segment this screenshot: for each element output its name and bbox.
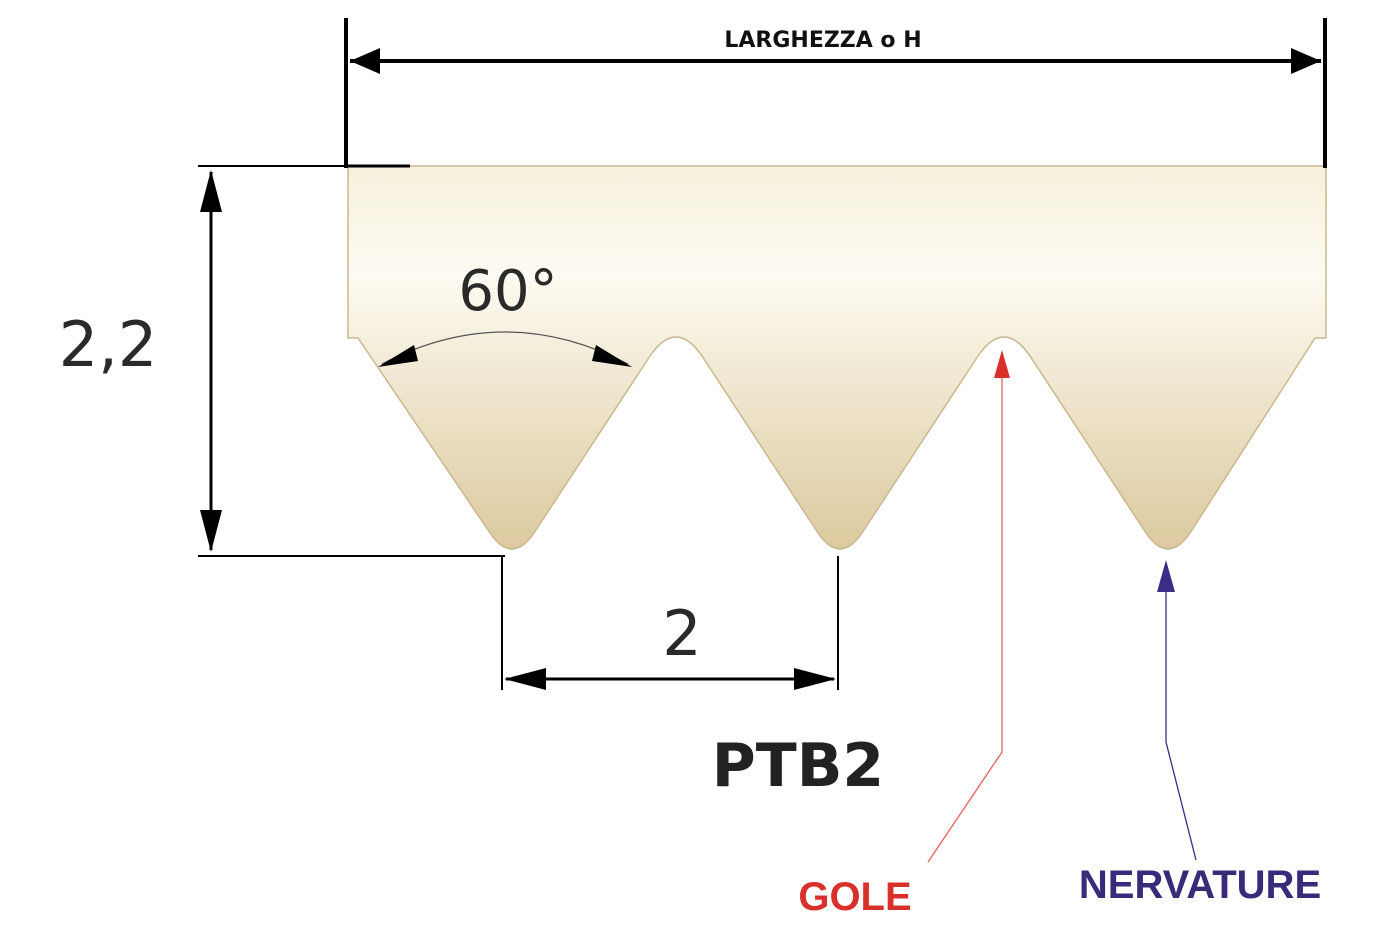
belt-cross-section <box>347 165 1327 550</box>
width-label: LARGHEZZA o H <box>724 28 921 53</box>
height-arrowhead-top <box>200 170 222 212</box>
height-dimension: 2,2 <box>59 165 505 557</box>
pitch-label: 2 <box>662 597 701 670</box>
model-label: PTB2 <box>712 731 884 801</box>
angle-label: 60° <box>458 259 557 324</box>
pitch-arrowhead-left <box>504 668 546 690</box>
width-arrowhead-left <box>350 48 380 74</box>
grooves-arrowhead <box>994 350 1010 378</box>
ribs-callout: NERVATURE <box>1079 560 1321 907</box>
angle-dimension: 60° <box>378 259 632 367</box>
height-arrowhead-bottom <box>200 510 222 552</box>
pitch-dimension: 2 <box>501 556 839 690</box>
width-dimension: LARGHEZZA o H <box>344 18 1327 168</box>
ribs-label: NERVATURE <box>1079 863 1321 907</box>
height-label: 2,2 <box>59 308 158 381</box>
ribs-pointer-line <box>1165 590 1197 861</box>
grooves-label: GOLE <box>798 875 911 919</box>
pitch-arrowhead-right <box>794 668 836 690</box>
angle-arrowhead-left <box>378 345 418 367</box>
width-arrowhead-right <box>1291 48 1321 74</box>
grooves-callout: GOLE <box>798 350 1010 919</box>
grooves-pointer-line <box>927 372 1003 863</box>
angle-arrowhead-right <box>592 345 632 367</box>
ribs-arrowhead <box>1157 560 1175 592</box>
